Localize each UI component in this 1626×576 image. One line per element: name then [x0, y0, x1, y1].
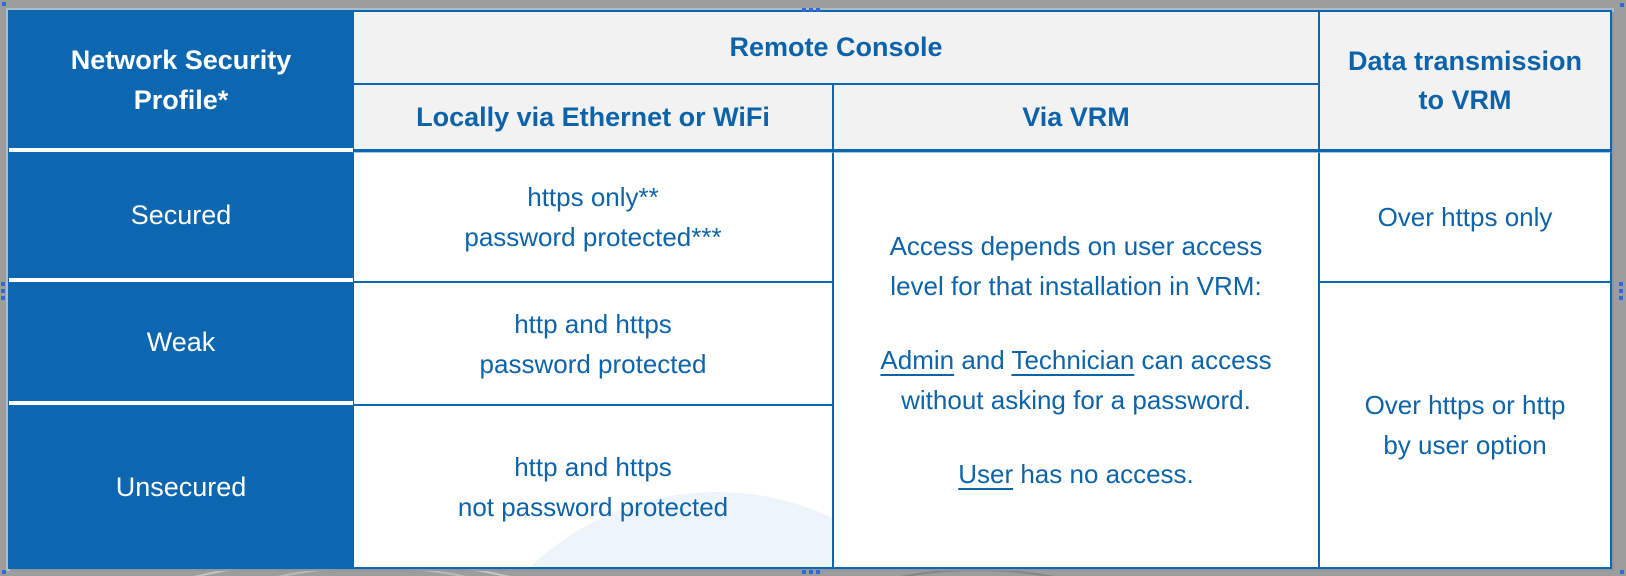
handle-dot	[1, 289, 5, 293]
handle-dot	[802, 8, 806, 12]
handle-dot	[1, 296, 5, 300]
cell-line: by user option	[1383, 430, 1547, 460]
cell-vrm-transmission-merged: Over https or http by user option	[1319, 282, 1611, 568]
admin-underlined-text: Admin	[880, 345, 955, 375]
row-label-text: Secured	[130, 200, 232, 230]
header-remote-console: Remote Console	[353, 11, 1319, 84]
selection-handle-corner-bottomright[interactable]	[1620, 570, 1624, 574]
cell-line: password protected***	[464, 222, 722, 252]
security-profile-table: Network Security Profile* Remote Console…	[8, 10, 1612, 569]
selection-handle-corner-topright[interactable]	[1620, 3, 1624, 7]
cell-line: User has no access.	[958, 454, 1194, 494]
cell-line: http and https	[514, 451, 672, 482]
cell-line: not password protected	[457, 491, 729, 522]
header-network-security-profile: Network Security Profile*	[9, 11, 353, 152]
selection-handle-left[interactable]	[1, 282, 5, 300]
selection-handle-corner-bottomleft[interactable]	[2, 570, 6, 574]
background-arc	[545, 569, 1409, 576]
handle-dot	[1619, 289, 1623, 293]
table-grid: Network Security Profile* Remote Console…	[9, 11, 1611, 568]
header-line: Locally via Ethernet or WiFi	[416, 101, 770, 132]
handle-dot	[816, 8, 820, 12]
handle-dot	[1619, 296, 1623, 300]
cell-line: Over https only	[1377, 202, 1553, 232]
row-label-weak: Weak	[9, 282, 353, 405]
cell-text: and	[954, 345, 1012, 375]
selection-handle-corner-topleft[interactable]	[2, 2, 6, 6]
handle-dot	[802, 570, 806, 574]
cell-line: http and https	[514, 308, 672, 339]
cell-weak-local-access: http and https password protected	[353, 282, 833, 405]
cell-line: level for that installation in VRM:	[890, 271, 1262, 301]
header-line: to VRM	[1418, 84, 1512, 115]
row-label-text: Weak	[146, 326, 216, 357]
cell-line: Over https or http	[1364, 390, 1566, 420]
selection-handle-bottom[interactable]	[802, 570, 820, 574]
cell-unsecured-local-access: http and https not password protected	[353, 405, 833, 568]
row-label-secured: Secured	[9, 152, 353, 282]
cell-line: Access depends on user access	[889, 231, 1263, 261]
cell-line: password protected	[479, 348, 707, 379]
handle-dot	[809, 570, 813, 574]
cell-line: https only**	[527, 182, 659, 212]
header-line: Data transmission	[1347, 45, 1583, 76]
handle-dot	[1619, 282, 1623, 286]
cell-secured-vrm-transmission: Over https only	[1319, 152, 1611, 282]
cell-text: can access	[1134, 345, 1272, 375]
header-via-vrm: Via VRM	[833, 84, 1319, 152]
row-label-text: Unsecured	[115, 471, 247, 502]
header-line: Remote Console	[729, 32, 943, 62]
row-label-unsecured: Unsecured	[9, 405, 353, 568]
technician-underlined-text: Technician	[1011, 345, 1135, 375]
header-locally-ethernet-wifi: Locally via Ethernet or WiFi	[353, 84, 833, 152]
cell-line: Admin and Technician can access	[880, 340, 1271, 380]
handle-dot	[816, 570, 820, 574]
header-line: Profile*	[133, 84, 229, 115]
selection-handle-top[interactable]	[802, 8, 820, 12]
header-line: Network Security	[70, 44, 292, 75]
handle-dot	[1, 282, 5, 286]
handle-dot	[809, 8, 813, 12]
cell-text: has no access.	[1013, 459, 1194, 489]
header-data-transmission-vrm: Data transmission to VRM	[1319, 11, 1611, 152]
selection-handle-right[interactable]	[1619, 282, 1623, 300]
cell-line: without asking for a password.	[901, 385, 1251, 415]
user-underlined-text: User	[958, 459, 1014, 489]
cell-secured-local-access: https only** password protected***	[353, 152, 833, 282]
header-line: Via VRM	[1022, 101, 1130, 132]
cell-via-vrm-access-merged: Access depends on user access level for …	[833, 152, 1319, 568]
